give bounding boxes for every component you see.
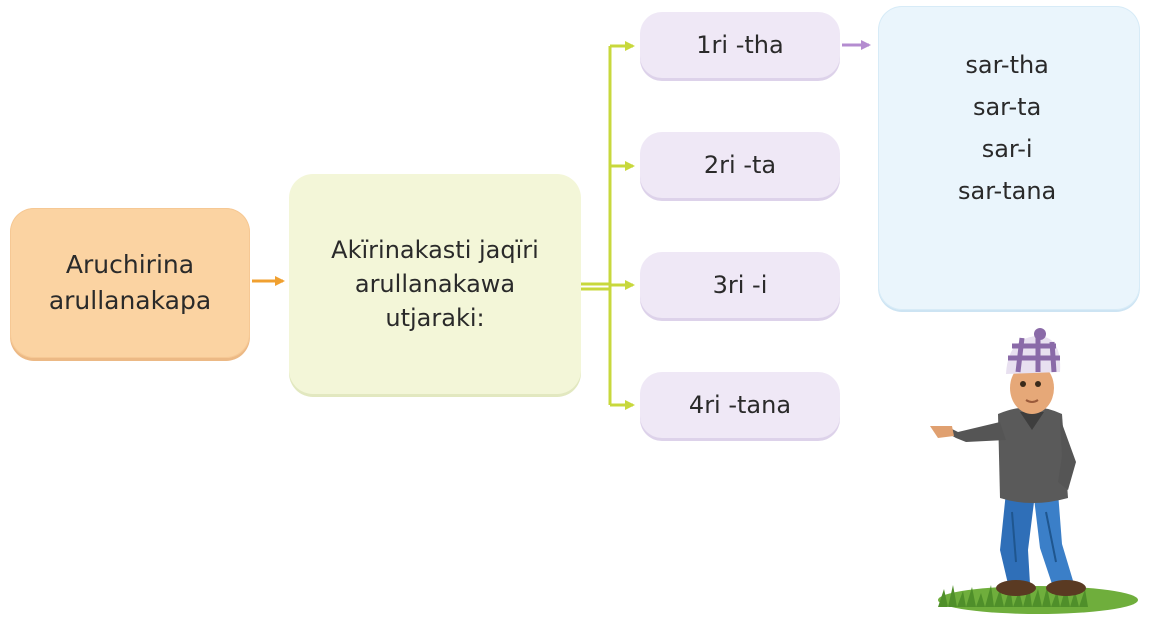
branch-node-4: 4ri -tana [640,372,840,438]
boy-pointing-illustration [930,328,1138,614]
results-list: sar-tha sar-ta sar-i sar-tana [958,44,1056,212]
root-node: Aruchirina arullanakapa [10,208,250,358]
middle-node: Akïrinakasti jaqïri arullanakawa utjarak… [289,174,581,394]
middle-label: Akïrinakasti jaqïri arullanakawa utjarak… [331,236,539,332]
branch-label-4: 4ri -tana [688,391,792,419]
branch-node-2: 2ri -ta [640,132,840,198]
root-label: Aruchirina arullanakapa [48,250,212,315]
result-item-2: sar-ta [972,93,1042,121]
result-item-3: sar-i [981,135,1033,163]
results-box: sar-tha sar-ta sar-i sar-tana [878,6,1140,310]
branch-label-2: 2ri -ta [703,151,777,179]
branch-node-3: 3ri -i [640,252,840,318]
branch-node-1: 1ri -tha [640,12,840,78]
grass-icon [938,585,1138,614]
branch-label-3: 3ri -i [712,271,768,299]
result-item-4: sar-tana [958,177,1057,205]
branch-label-1: 1ri -tha [696,31,784,59]
result-item-1: sar-tha [965,51,1049,79]
